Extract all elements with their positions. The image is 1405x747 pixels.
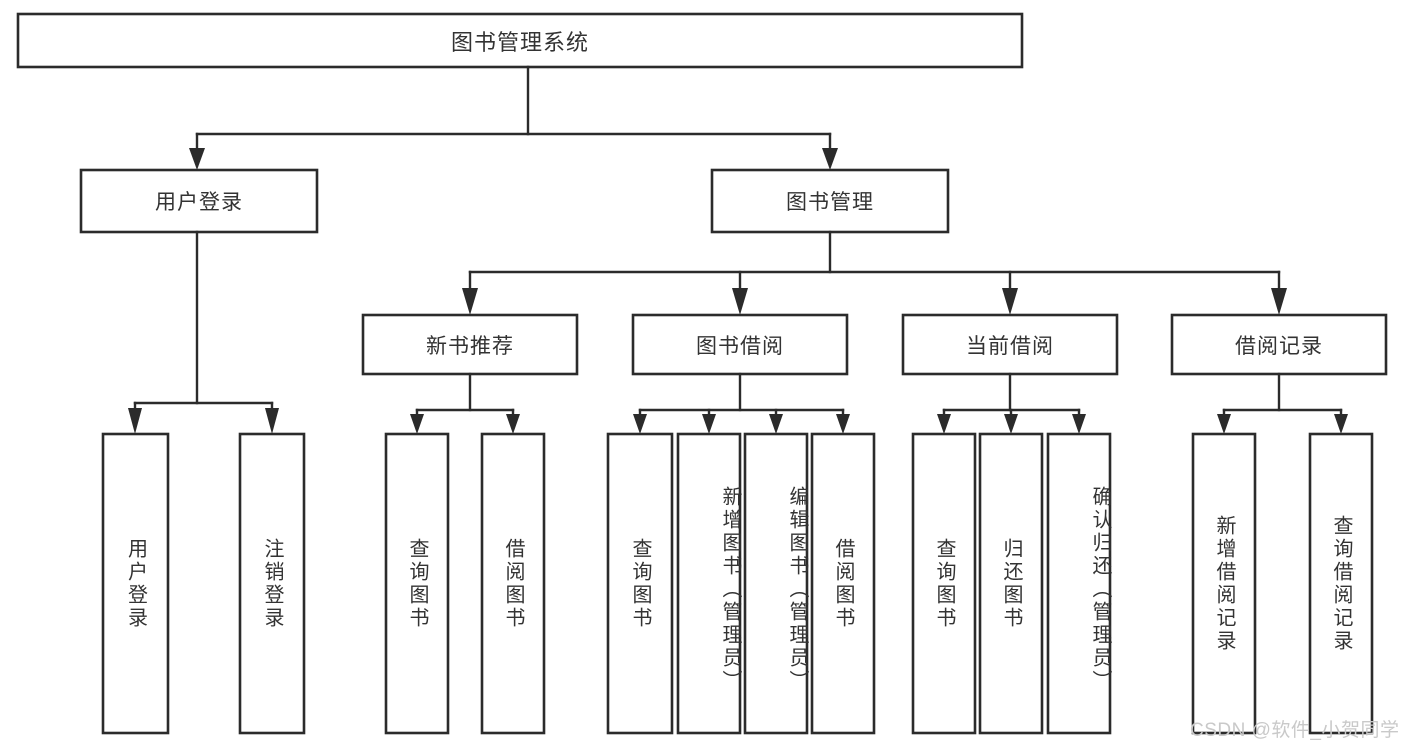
leaf-box-current-borrow-2[interactable] — [1046, 432, 1112, 735]
arrow-head-book-borrow — [732, 288, 748, 315]
leaf-box-new-book-recommend-0[interactable] — [384, 432, 450, 735]
watermark-label: CSDN @软件_小贺同学 — [1190, 720, 1400, 741]
arrow-head-leaf-nbr-0 — [410, 414, 424, 434]
leaf-label-borrow-record-1: 查询借阅记录 — [1330, 514, 1352, 653]
arrow-head-leaf-cb-1 — [1004, 414, 1018, 434]
node-box-book-borrow[interactable] — [631, 313, 849, 376]
leaf-label-borrow-record-0: 新增借阅记录 — [1213, 514, 1235, 653]
arrow-head-book-management — [822, 148, 838, 170]
leaf-label-book-borrow-0: 查询图书 — [629, 537, 651, 630]
leaf-box-book-borrow-3[interactable] — [810, 432, 876, 735]
leaf-box-new-book-recommend-1[interactable] — [480, 432, 546, 735]
arrow-head-leaf-cb-2 — [1072, 414, 1086, 434]
leaf-box-current-borrow-0[interactable] — [911, 432, 977, 735]
node-box-borrow-record[interactable] — [1170, 313, 1388, 376]
node-box-user-login[interactable] — [79, 168, 319, 234]
arrow-head-leaf-cb-0 — [937, 414, 951, 434]
leaf-box-user-login-1[interactable] — [238, 432, 306, 735]
leaf-box-book-borrow-0[interactable] — [606, 432, 674, 735]
node-box-book-management[interactable] — [710, 168, 950, 234]
leaf-box-borrow-record-0[interactable] — [1191, 432, 1257, 735]
arrow-head-new-book-recommend — [462, 288, 478, 315]
node-box-root[interactable] — [16, 12, 1024, 69]
leaf-label-book-borrow-1: 新增图书（管理员） — [719, 486, 741, 693]
leaf-label-current-borrow-2: 确认归还（管理员） — [1089, 486, 1111, 693]
leaf-box-user-login-0[interactable] — [101, 432, 170, 735]
leaf-label-new-book-recommend-0: 查询图书 — [406, 537, 428, 630]
leaf-label-user-login-1: 注销登录 — [261, 537, 283, 630]
leaf-label-book-borrow-3: 借阅图书 — [832, 537, 854, 630]
leaf-box-book-borrow-1[interactable] — [676, 432, 742, 735]
arrow-head-leaf-bb-0 — [633, 414, 647, 434]
leaf-label-current-borrow-1: 归还图书 — [1000, 537, 1022, 630]
arrow-head-borrow-record — [1271, 288, 1287, 315]
arrow-head-user-login — [189, 148, 205, 170]
arrow-head-leaf-bb-2 — [769, 414, 783, 434]
node-box-current-borrow[interactable] — [901, 313, 1119, 376]
leaf-label-new-book-recommend-1: 借阅图书 — [502, 537, 524, 630]
arrow-head-leaf-ul-0 — [128, 408, 142, 434]
leaf-box-borrow-record-1[interactable] — [1308, 432, 1374, 735]
node-box-new-book-recommend[interactable] — [361, 313, 579, 376]
arrow-head-leaf-nbr-1 — [506, 414, 520, 434]
arrow-head-leaf-br-1 — [1334, 414, 1348, 434]
leaf-label-current-borrow-0: 查询图书 — [933, 537, 955, 630]
arrow-head-leaf-br-0 — [1217, 414, 1231, 434]
arrow-head-current-borrow — [1002, 288, 1018, 315]
arrow-head-leaf-bb-1 — [702, 414, 716, 434]
leaf-label-user-login-0: 用户登录 — [124, 537, 147, 630]
arrow-head-leaf-bb-3 — [836, 414, 850, 434]
leaf-box-current-borrow-1[interactable] — [978, 432, 1044, 735]
arrow-head-leaf-ul-1 — [265, 408, 279, 434]
leaf-label-book-borrow-2: 编辑图书（管理员） — [786, 486, 808, 693]
